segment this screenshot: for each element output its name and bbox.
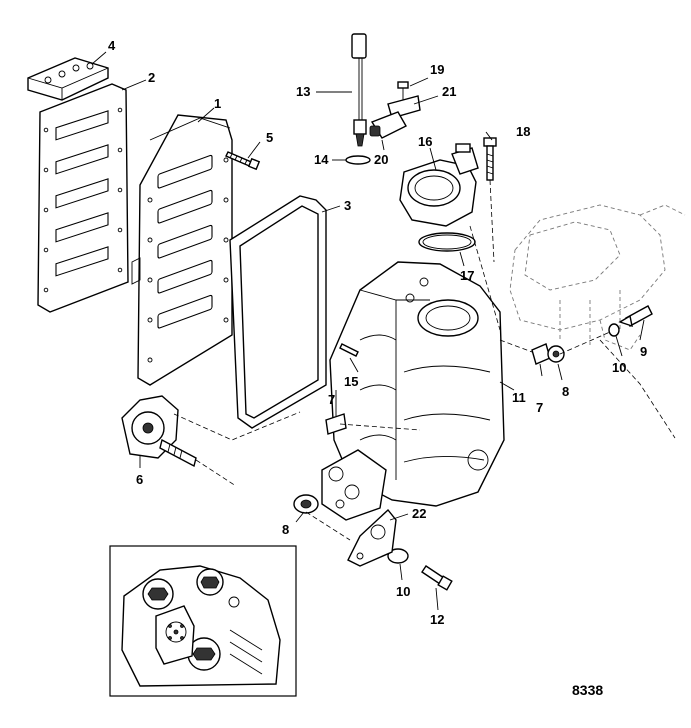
part-12-bolt: [421, 565, 453, 591]
callout-10b: 10: [396, 584, 410, 599]
callout-8a: 8: [562, 384, 569, 399]
callout-4: 4: [108, 38, 116, 53]
part-4-block: [27, 57, 109, 101]
callout-21: 21: [442, 84, 456, 99]
part-10-washer-right: [608, 323, 620, 337]
callout-2: 2: [148, 70, 155, 85]
part-16-throttle-body: [399, 143, 479, 227]
callout-17: 17: [460, 268, 474, 283]
callouts: 4 2 1 5 3 6 7 13 14 19 21 20 16 18 17 15…: [108, 38, 647, 627]
part-22-bracket: [347, 508, 397, 567]
callout-3: 3: [344, 198, 351, 213]
callout-12: 12: [430, 612, 444, 627]
part-8-plug-right: [547, 345, 565, 363]
leader-lines: [91, 51, 645, 611]
callout-15: 15: [344, 374, 358, 389]
alignment-lines: [173, 179, 676, 541]
part-14-o-ring: [345, 155, 371, 165]
part-15-stud: [339, 343, 359, 357]
callout-6: 6: [136, 472, 143, 487]
part-6-pump: [121, 395, 197, 468]
part-7-fitting-left: [325, 413, 347, 435]
inset-detail: [109, 545, 297, 697]
part-18-bolt: [483, 137, 497, 181]
part-3-gasket: [229, 195, 327, 429]
callout-18: 18: [516, 124, 530, 139]
callout-10a: 10: [612, 360, 626, 375]
part-5-screw: [225, 151, 261, 171]
callout-5: 5: [266, 130, 273, 145]
callout-14: 14: [314, 152, 329, 167]
callout-7b: 7: [536, 400, 543, 415]
part-13-sensor: [351, 33, 367, 147]
part-9-bolt: [618, 305, 653, 328]
part-17-o-ring: [418, 232, 476, 252]
part-1-adapter-plate: [131, 114, 233, 386]
part-8-plug-left: [293, 494, 319, 514]
callout-11: 11: [512, 390, 526, 405]
callout-16: 16: [418, 134, 432, 149]
callout-7a: 7: [328, 392, 335, 407]
callout-8b: 8: [282, 522, 289, 537]
ghost-engine-outline: [509, 204, 686, 351]
part-2-gasket-plate: [37, 83, 129, 313]
part-7-fitting-right: [531, 343, 551, 365]
part-10-washer-left: [387, 548, 409, 564]
figure-number: 8338: [572, 682, 603, 698]
part-20-sensor: [369, 111, 407, 139]
callout-20: 20: [374, 152, 388, 167]
callout-22: 22: [412, 506, 426, 521]
callout-19: 19: [430, 62, 444, 77]
callout-9: 9: [640, 344, 647, 359]
callout-1: 1: [214, 96, 221, 111]
part-11-manifold: [321, 261, 505, 521]
callout-13: 13: [296, 84, 310, 99]
